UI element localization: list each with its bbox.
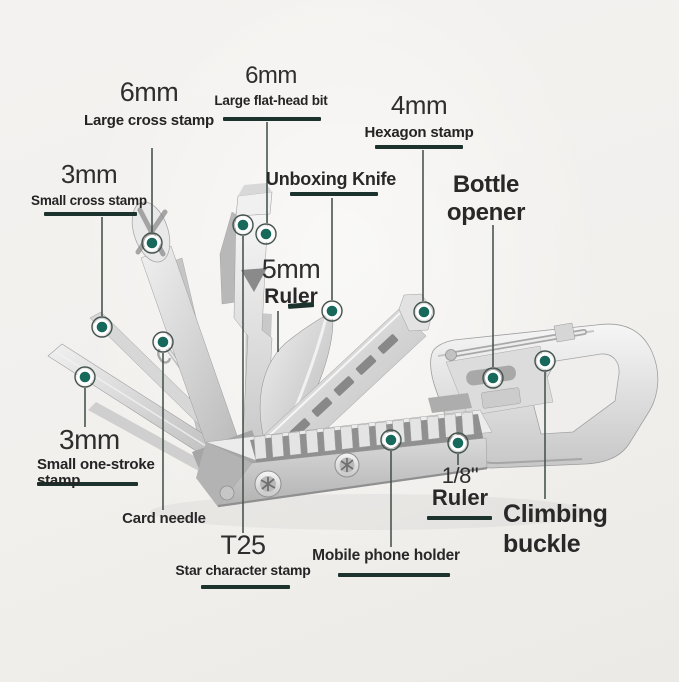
callout-bottle-opener-line2: opener — [446, 198, 526, 226]
carabiner-window — [532, 353, 620, 435]
underline-t25 — [201, 585, 290, 589]
callout-climbing-buckle-line1: Climbing — [503, 500, 608, 528]
callout-t25: T25 Star character stamp — [175, 530, 311, 578]
callout-flat-head-name: Large flat-head bit — [214, 93, 328, 109]
underline-flat-head — [223, 117, 321, 121]
callout-large-cross-size: 6mm — [119, 77, 179, 107]
underline-unboxing-knife — [290, 192, 378, 196]
callout-ruler-5mm-name: Ruler — [264, 284, 318, 308]
callout-t25-name: Star character stamp — [175, 561, 311, 578]
callout-unboxing-knife: Unboxing Knife — [265, 169, 397, 189]
wire-gate — [445, 322, 587, 361]
callout-t25-size: T25 — [220, 530, 266, 560]
callout-one-stroke-size: 3mm — [59, 424, 120, 455]
callout-hexagon: 4mm Hexagon stamp — [364, 92, 473, 140]
callout-ruler-5mm: 5mm Ruler — [261, 254, 321, 308]
callout-hexagon-name: Hexagon stamp — [364, 123, 474, 141]
underline-mobile-holder — [338, 573, 450, 577]
callout-one-stroke: 3mm Small one-stroke stamp — [37, 424, 155, 489]
callout-flat-head: 6mm Large flat-head bit — [214, 62, 328, 109]
underline-ruler-18 — [427, 516, 492, 520]
ruler-teeth — [253, 411, 475, 460]
leader-lines — [84, 122, 546, 547]
dot-unboxing-knife — [321, 300, 343, 322]
dot-flat-head — [255, 223, 277, 245]
callout-flat-head-size: 6mm — [245, 62, 297, 89]
tool-body — [196, 409, 493, 508]
dot-ruler-18 — [447, 432, 469, 454]
hinge-screw — [219, 485, 235, 501]
callout-card-needle: Card needle — [122, 510, 206, 527]
dot-mobile-holder — [380, 429, 402, 451]
phillips-bit — [131, 201, 241, 457]
dot-card-needle — [152, 331, 174, 353]
tool-shadow — [150, 494, 590, 530]
callout-ruler-18-name: Ruler — [431, 485, 489, 511]
torx-screw — [254, 470, 282, 498]
body-left-cap — [196, 442, 252, 507]
callout-bottle-opener: Bottle opener — [446, 171, 526, 227]
dot-one-stroke — [74, 366, 96, 388]
dot-hexagon — [413, 301, 435, 323]
callout-ruler-5mm-size: 5mm — [261, 254, 321, 284]
callout-ruler-18: 1/8" Ruler — [431, 463, 489, 511]
dot-bottle-opener — [482, 367, 504, 389]
callout-small-cross: 3mm Small cross stamp — [31, 161, 147, 207]
callout-hexagon-size: 4mm — [390, 90, 448, 120]
callout-bottle-opener-line1: Bottle — [452, 171, 520, 198]
callout-one-stroke-name2: stamp — [37, 471, 81, 489]
callout-large-cross: 6mm Large cross stamp — [84, 77, 214, 129]
dot-small-cross — [91, 316, 113, 338]
callout-large-cross-name: Large cross stamp — [84, 111, 214, 129]
dot-t25 — [232, 214, 254, 236]
callout-small-cross-size: 3mm — [60, 159, 118, 189]
marker-dots — [74, 214, 556, 454]
underline-small-cross — [44, 212, 137, 216]
dot-large-cross — [141, 232, 163, 254]
callout-small-cross-name: Small cross stamp — [31, 192, 147, 208]
callout-climbing-buckle-line2: buckle — [503, 530, 581, 558]
callout-mobile-holder: Mobile phone holder — [312, 547, 460, 564]
underline-one-stroke — [37, 482, 138, 486]
dot-climbing-buckle — [534, 350, 556, 372]
callout-climbing-buckle: Climbing buckle — [503, 499, 608, 559]
torx-screw — [334, 452, 360, 478]
callout-ruler-18-size: 1/8" — [441, 463, 479, 488]
underline-hexagon — [375, 145, 463, 149]
callout-one-stroke-name1: Small one-stroke — [37, 455, 155, 473]
